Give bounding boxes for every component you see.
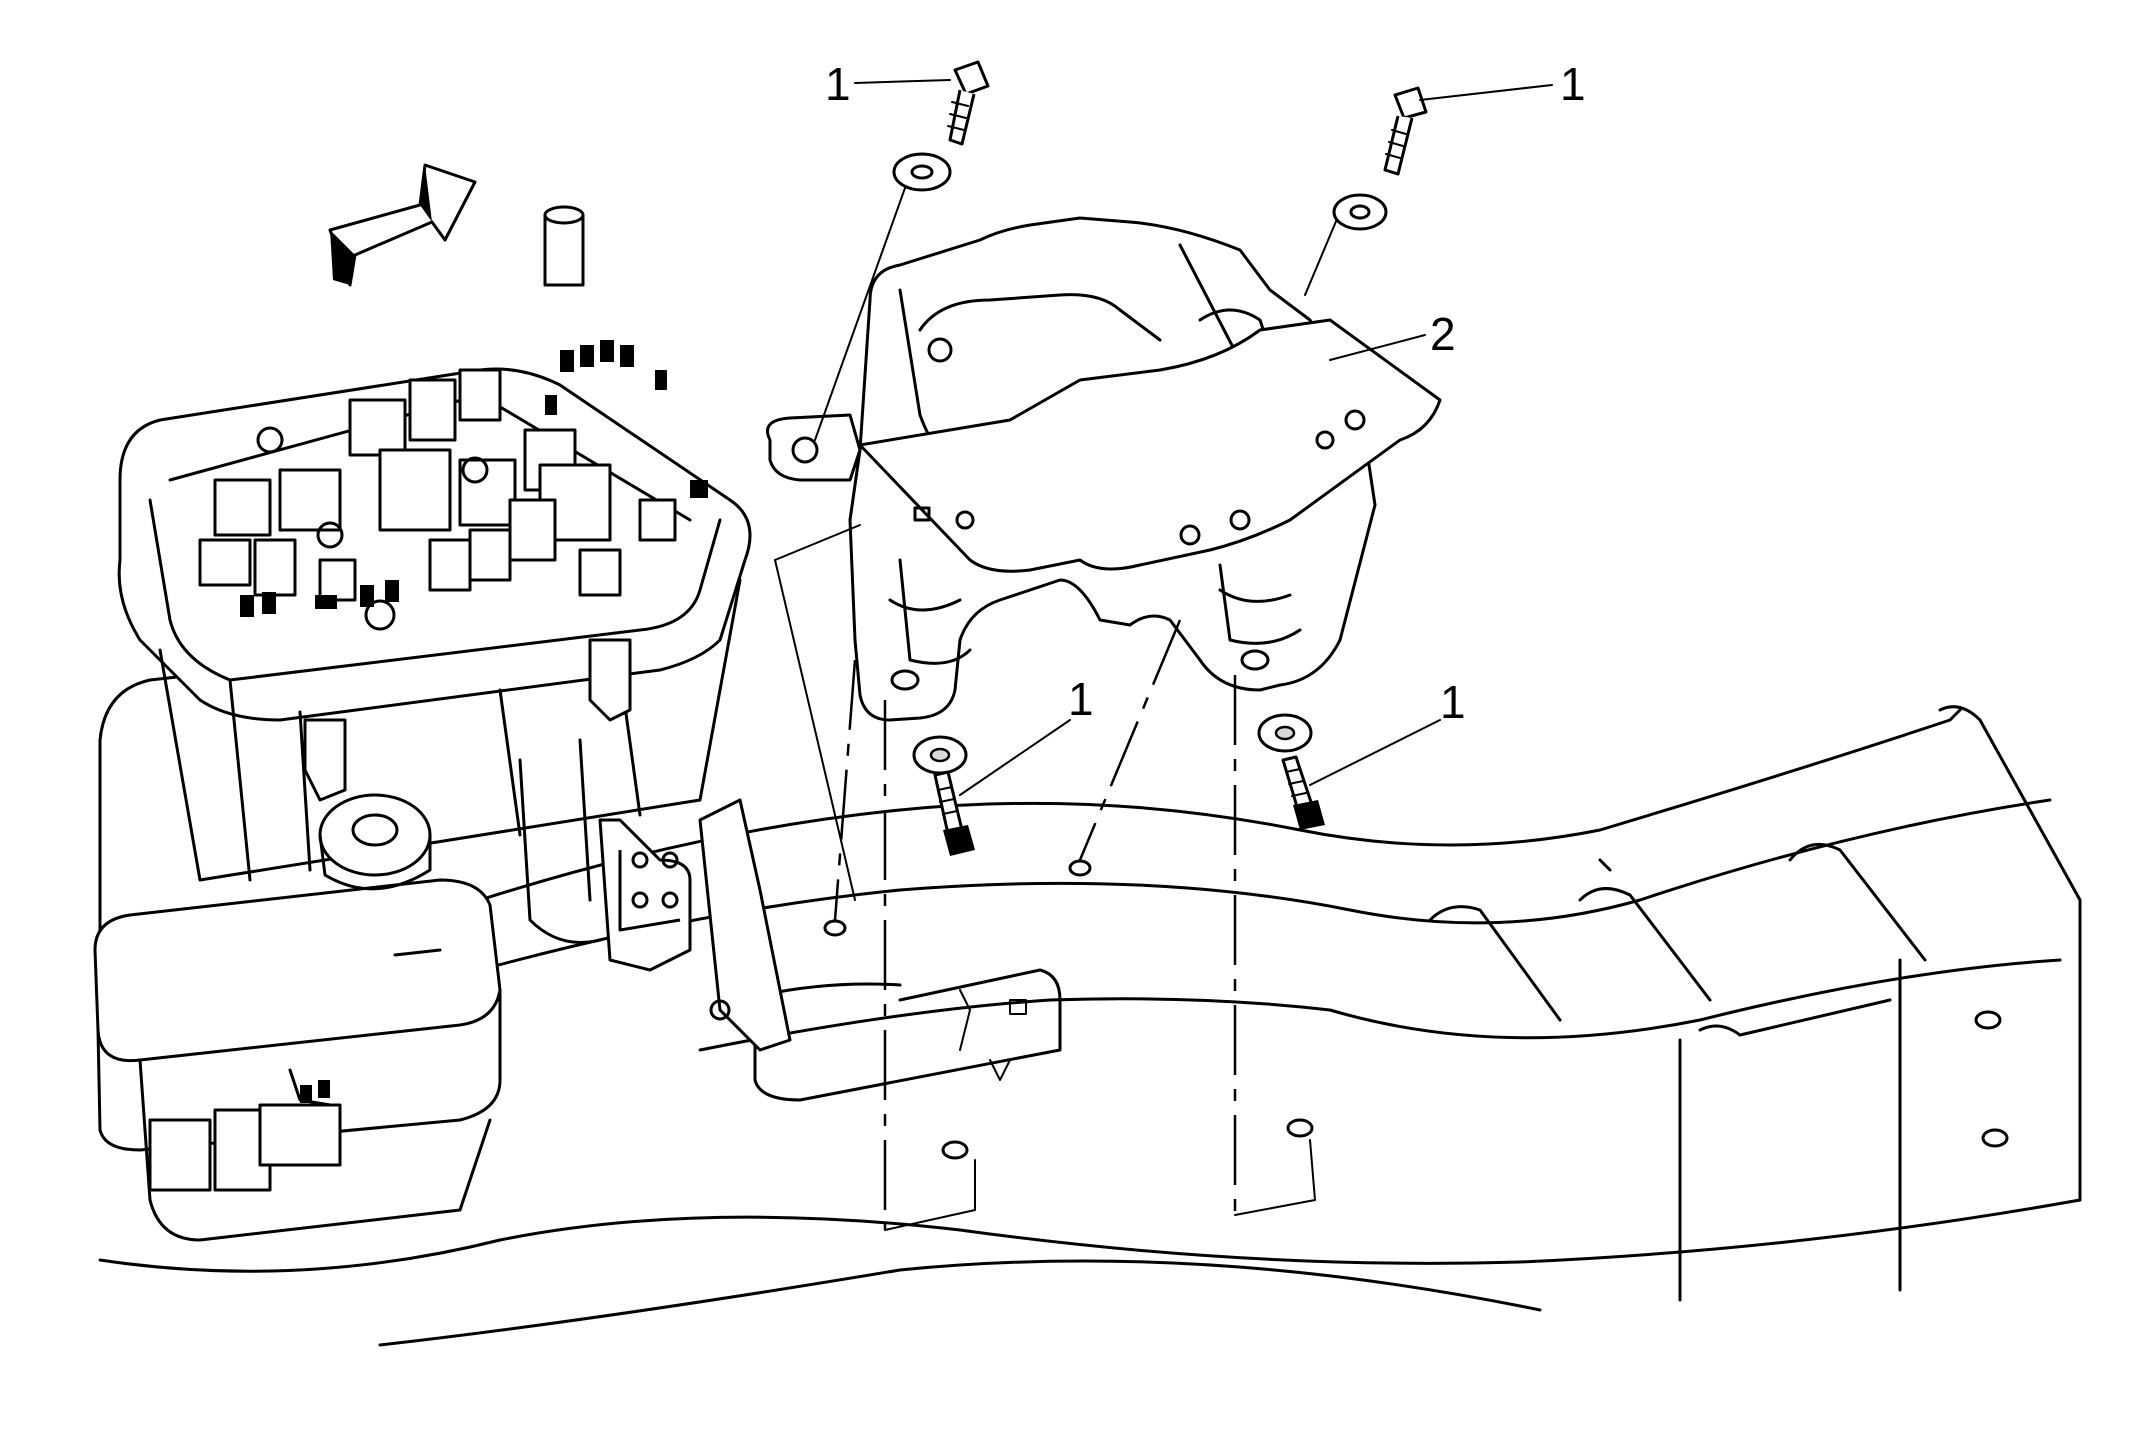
- fuse-relay-box: [117, 205, 752, 882]
- callout-label: 1: [1440, 676, 1466, 728]
- bolt-bottom-left: [933, 770, 975, 856]
- brake-fluid-reservoir: [93, 793, 502, 1242]
- bolt-top-right: [1383, 86, 1428, 176]
- callout-bracket: 2: [1329, 308, 1456, 361]
- washer-top-right: [1332, 193, 1388, 231]
- callout-label: 1: [1068, 673, 1094, 725]
- forward-direction-arrow-icon: [328, 163, 477, 287]
- callout-bolt-top-right: 1: [1419, 58, 1586, 110]
- mount-support-arm: [518, 738, 792, 1052]
- callout-bolt-top-left: 1: [825, 58, 951, 110]
- mounting-bracket: [766, 216, 1442, 722]
- washer-bottom-left: [912, 735, 968, 775]
- washer-bottom-right: [1257, 713, 1313, 753]
- callout-label: 1: [825, 58, 851, 110]
- bolt-bottom-right: [1281, 755, 1325, 830]
- washer-top-left: [892, 152, 952, 192]
- callout-bolt-bottom-left: 1: [959, 673, 1094, 796]
- bolt-top-left: [947, 60, 990, 146]
- callout-label: 1: [1560, 58, 1586, 110]
- alignment-lines: [774, 159, 1346, 1231]
- callout-label: 2: [1430, 308, 1456, 360]
- callout-bolt-bottom-right: 1: [1309, 676, 1466, 786]
